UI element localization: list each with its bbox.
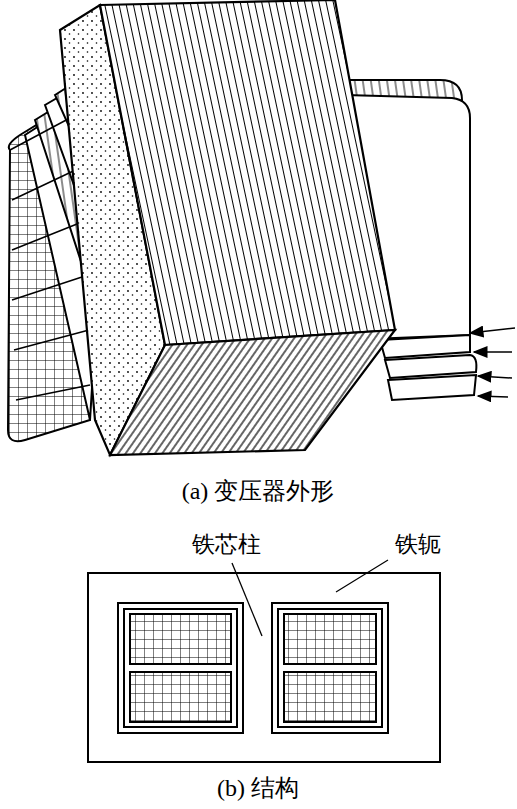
caption-b: (b) 结构 (215, 775, 301, 801)
caption-a: (a) 变压器外形 (180, 478, 337, 504)
part-label: 铁芯柱 (190, 532, 263, 557)
part-label: 铁轭 (393, 532, 443, 557)
